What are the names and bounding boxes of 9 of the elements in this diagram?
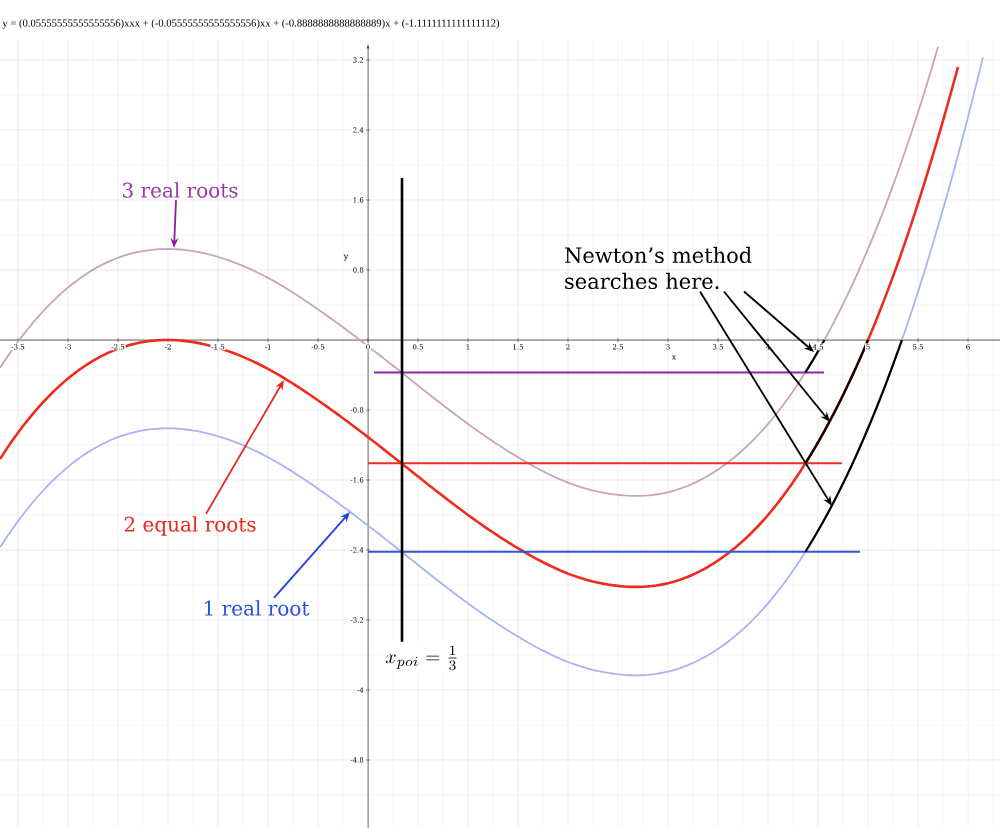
arrow: [273, 512, 350, 599]
annotation-text: 1 real root: [205, 600, 310, 616]
arrow: [723, 290, 830, 422]
vertical-line: [400, 178, 404, 642]
annotation-text: Newton’s method searches here.: [565, 246, 752, 290]
arrow: [743, 290, 814, 352]
annotation-text: 2 equal roots: [124, 516, 256, 536]
formula-label: $x_{poi} = \frac{1}{3}$: [381, 642, 463, 674]
annotation-text: 3 real roots: [123, 182, 238, 198]
